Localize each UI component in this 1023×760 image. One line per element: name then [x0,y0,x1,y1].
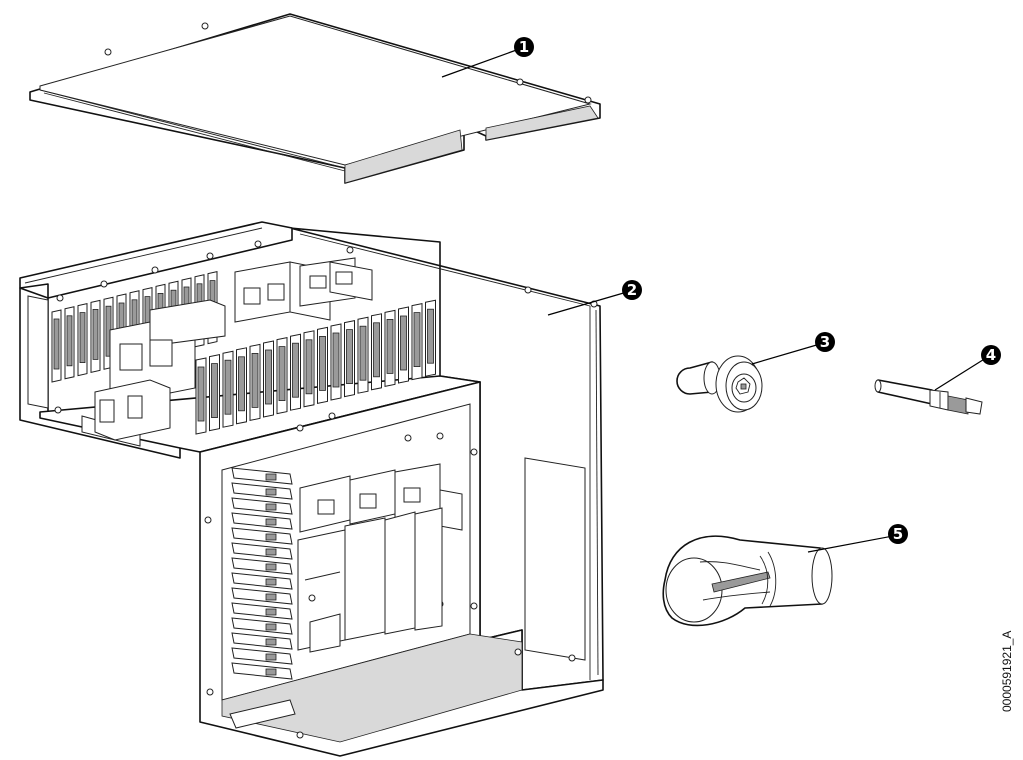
terminal-fin-slot [373,322,380,378]
knob-bushing [676,355,763,413]
terminal-strip-screw [265,638,277,646]
terminal-fin-slot [346,329,353,385]
terminal-fin-slot [278,346,286,402]
terminal-fin-slot [292,342,299,398]
lower-terminal-strip [231,467,293,680]
terminal-fin-slot [53,318,60,370]
terminal-strip-screw [265,548,277,556]
terminal-fin-slot [332,332,340,388]
terminal-fin-slot [305,339,313,395]
terminal-strip-screw [265,473,277,481]
terminal-strip-screw [265,668,277,676]
terminal-strip-screw [265,518,277,526]
terminal-fin-slot [427,308,434,364]
terminal-fin-slot [66,315,73,367]
terminal-strip-segment [231,602,293,620]
terminal-strip-screw [265,503,277,511]
callout-2-label: 2 [627,281,637,299]
callout-2: 2 [547,280,642,316]
upper-contactors [94,257,373,441]
callout-3: 3 [751,332,835,365]
terminal-strip-screw [265,488,277,496]
terminal-strip-segment [231,632,293,650]
callout-5-label: 5 [893,525,903,543]
terminal-strip-segment [231,542,293,560]
terminal-strip-screw [265,623,277,631]
terminal-strip-segment [231,497,293,515]
terminal-strip-segment [231,587,293,605]
terminal-strip-screw [265,653,277,661]
terminal-strip-segment [231,512,293,530]
terminal-strip-segment [231,572,293,590]
terminal-strip-segment [231,482,293,500]
callout-1: 1 [441,37,534,78]
terminal-strip-screw [265,608,277,616]
terminal-strip-screw [265,593,277,601]
callout-3-label: 3 [820,333,830,351]
terminal-fin-slot [400,315,407,371]
callout-5: 5 [807,524,908,553]
terminal-fin-slot [251,352,259,408]
lower-contactor [297,463,463,653]
cover-plate [29,13,601,184]
terminal-fin-slot [386,318,394,374]
terminal-fin-slot [413,312,421,368]
terminal-strip-segment [231,617,293,635]
terminal-fin-slot [265,349,272,405]
terminal-strip-segment [231,527,293,545]
terminal-strip-screw [265,578,277,586]
upper-front-terminal-blocks [195,299,436,435]
terminal-fin-slot [224,359,232,415]
rotary-handle [662,535,833,627]
terminal-fin-slot [197,366,205,422]
terminal-strip-segment [231,647,293,665]
terminal-strip-screw [265,533,277,541]
terminal-fin-slot [92,308,99,360]
terminal-fin-slot [359,325,367,381]
terminal-fin-slot [79,312,86,364]
document-id: 0000591921_A [1000,630,1014,712]
terminal-strip-segment [231,467,293,485]
callout-4: 4 [934,345,1001,391]
terminal-fin-slot [319,335,326,391]
terminal-strip-segment [231,662,293,680]
callout-1-label: 1 [519,38,529,56]
terminal-fin-slot [238,356,245,412]
terminal-strip-screw [265,563,277,571]
shaft-pin [874,379,983,415]
callout-4-label: 4 [986,346,996,364]
terminal-fin-slot [211,363,218,419]
terminal-strip-segment [231,557,293,575]
